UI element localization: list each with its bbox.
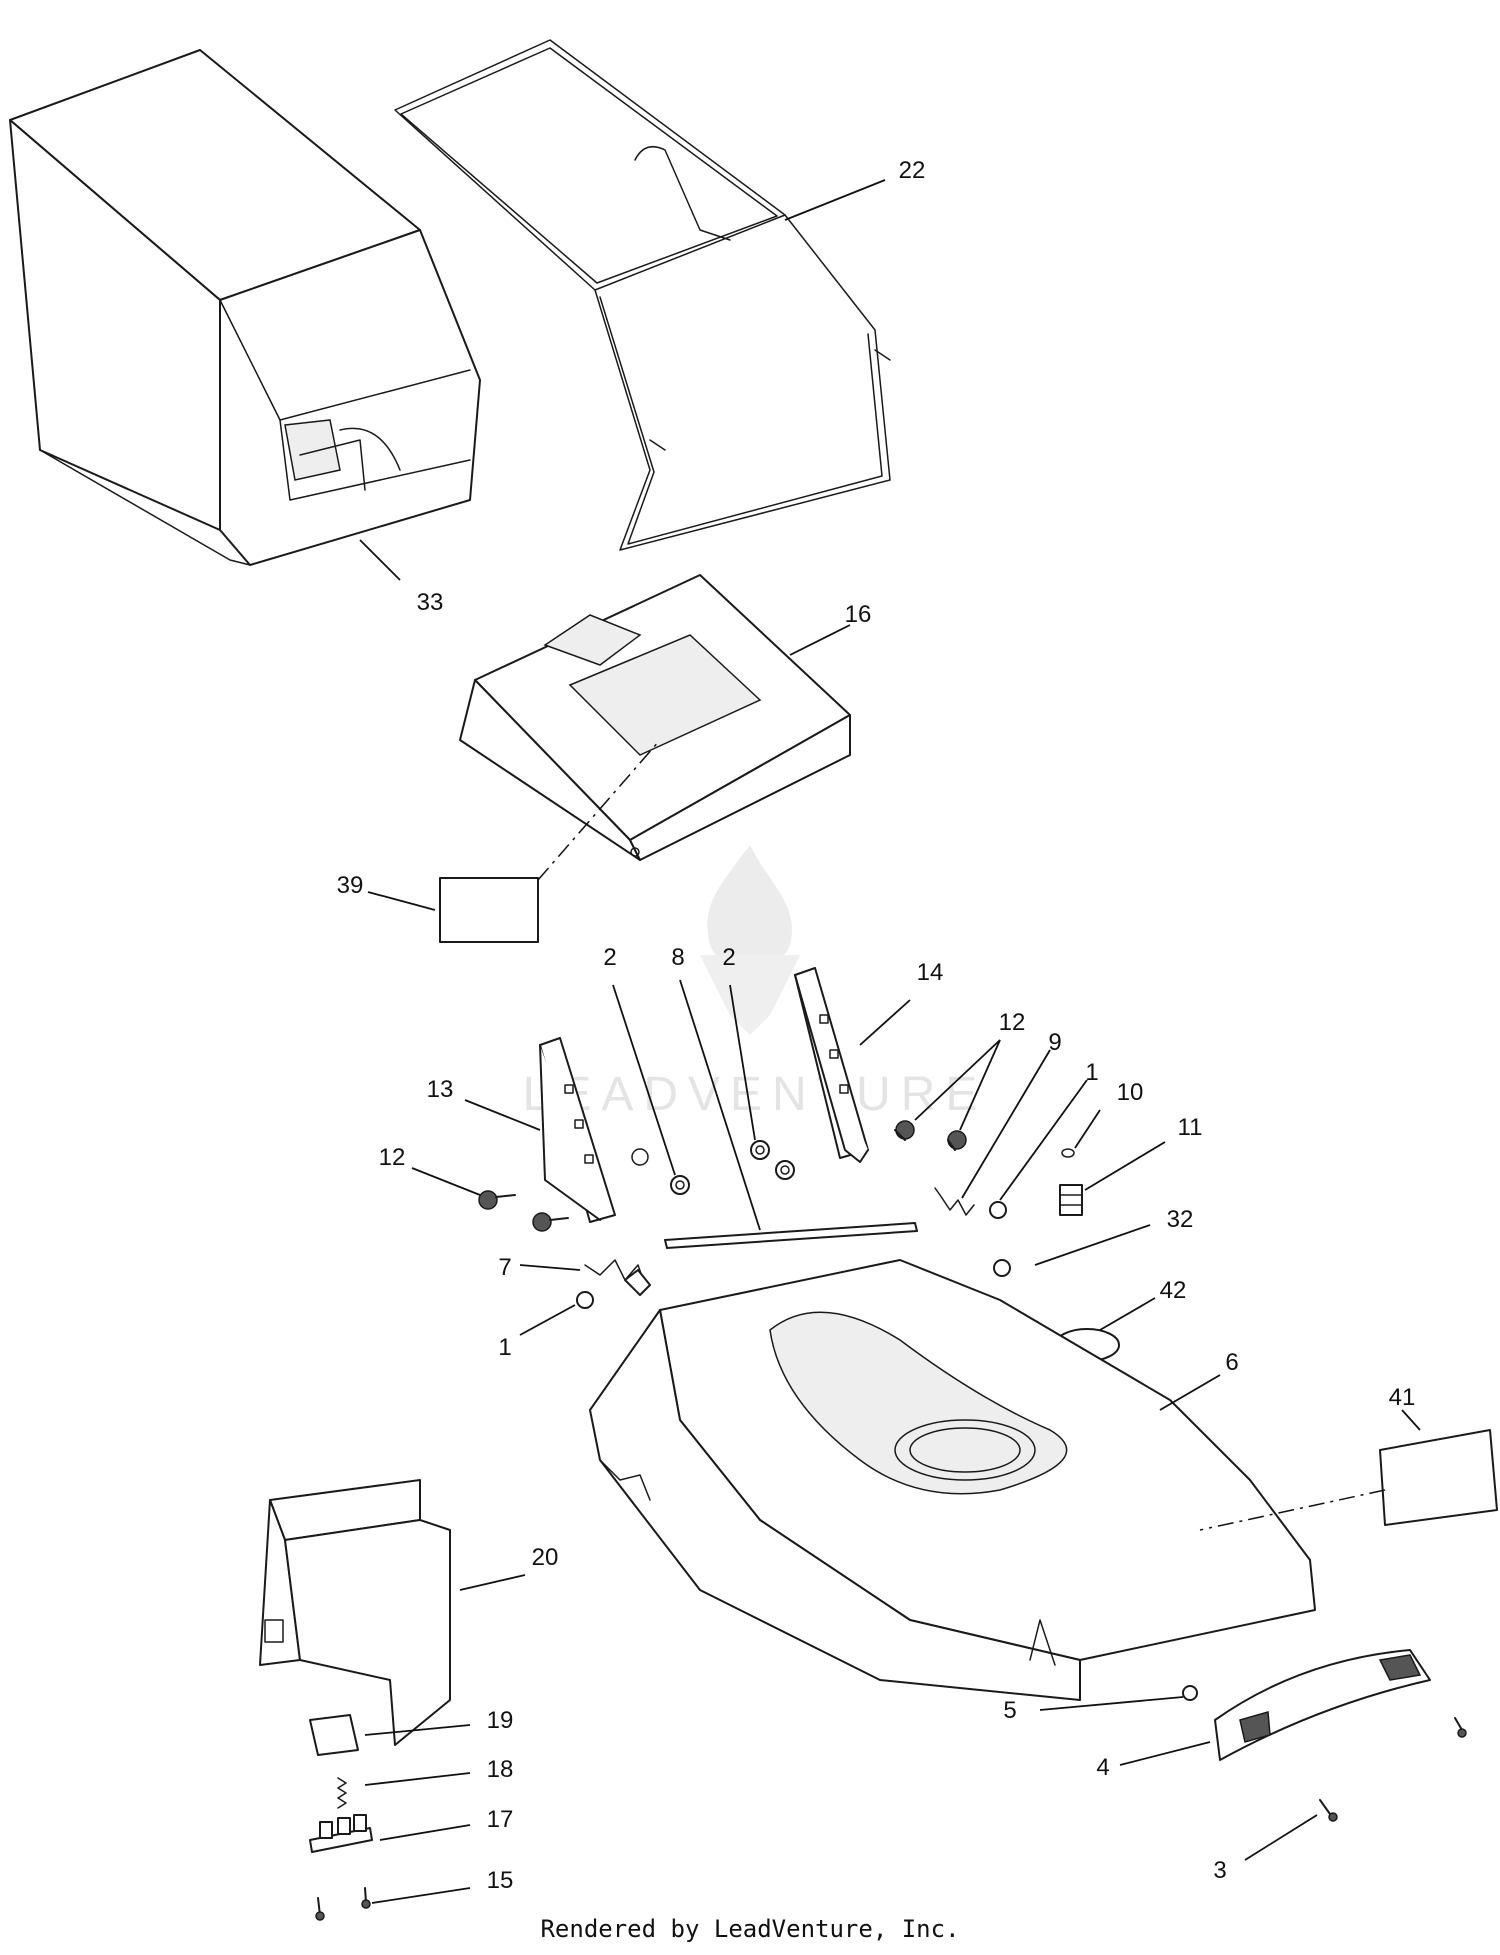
callout-1-right: 1 — [1085, 1059, 1098, 1086]
callout-39: 39 — [337, 872, 364, 899]
footer-credit: Rendered by LeadVenture, Inc. — [540, 1915, 960, 1943]
callout-15: 15 — [487, 1867, 514, 1894]
callout-17: 17 — [487, 1806, 514, 1833]
watermark-text: LEADVENTURE — [523, 1068, 988, 1121]
v-logo-icon — [700, 955, 800, 1035]
part-22-wire-frame — [394, 39, 891, 551]
part-8-rod — [664, 1222, 918, 1249]
part-41-decal — [1379, 1429, 1498, 1526]
callout-10: 10 — [1117, 1079, 1144, 1106]
part-2-nuts — [670, 1140, 795, 1195]
part-19-latch — [309, 1714, 359, 1756]
callout-22: 22 — [899, 157, 926, 184]
part-14-side-plate — [794, 967, 869, 1163]
callout-3: 3 — [1213, 1857, 1226, 1884]
callout-2-left: 2 — [603, 944, 616, 971]
part-7-spring — [584, 1259, 651, 1296]
part-13-side-plate — [539, 1037, 649, 1223]
part-32 — [993, 1259, 1011, 1277]
part-5-nut — [1182, 1685, 1198, 1701]
part-18-spring — [337, 1777, 347, 1809]
callout-11: 11 — [1178, 1114, 1203, 1141]
callout-12-left: 12 — [379, 1144, 406, 1171]
callout-33: 33 — [417, 589, 444, 616]
part-9-spring — [934, 1187, 975, 1216]
part-1-nuts — [576, 1201, 1007, 1309]
part-6-deck — [589, 1259, 1316, 1701]
callout-2-right: 2 — [722, 944, 735, 971]
callout-19: 19 — [487, 1707, 514, 1734]
callout-14: 14 — [917, 959, 944, 986]
callout-16: 16 — [845, 601, 872, 628]
callout-8: 8 — [671, 944, 684, 971]
callout-4: 4 — [1096, 1754, 1109, 1781]
callout-32: 32 — [1167, 1206, 1194, 1233]
part-15-screws — [315, 1887, 371, 1921]
callout-1-left: 1 — [498, 1334, 511, 1361]
callout-6: 6 — [1225, 1349, 1238, 1376]
part-17-bracket — [309, 1814, 373, 1853]
part-33-grass-bag — [9, 49, 481, 566]
callout-41: 41 — [1389, 1384, 1416, 1411]
callout-13: 13 — [427, 1076, 454, 1103]
part-10-washer — [1061, 1148, 1075, 1158]
part-12-bolts — [478, 1120, 967, 1232]
part-4-rear-trim — [1214, 1649, 1431, 1761]
callout-20: 20 — [532, 1544, 559, 1571]
part-11-fitting — [1059, 1184, 1083, 1216]
callout-5: 5 — [1003, 1697, 1016, 1724]
part-20-deflector — [259, 1479, 451, 1746]
callout-9: 9 — [1048, 1029, 1061, 1056]
part-3-screws — [1319, 1717, 1467, 1822]
callout-12-right: 12 — [999, 1009, 1026, 1036]
callout-42: 42 — [1160, 1277, 1187, 1304]
callout-18: 18 — [487, 1756, 514, 1783]
part-16-rear-door — [459, 574, 851, 861]
callout-7: 7 — [498, 1254, 511, 1281]
part-39-decal — [439, 877, 539, 943]
flame-logo-icon — [707, 845, 792, 968]
